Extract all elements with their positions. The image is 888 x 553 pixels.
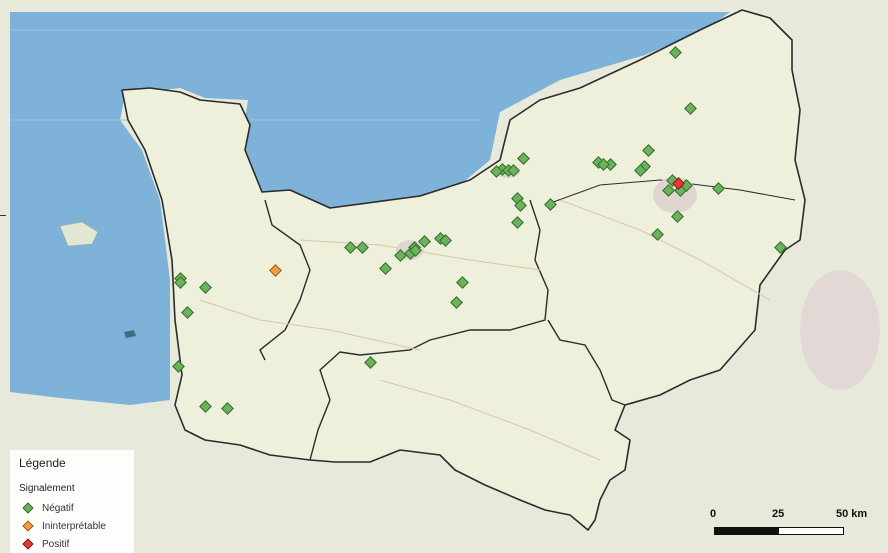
legend-item-positif: Positif (22, 537, 70, 551)
legend-item-ininterpretable: Ininterprétable (22, 519, 106, 533)
legend-label: Positif (42, 538, 70, 550)
legend: Légende Signalement Négatif Ininterpréta… (10, 450, 134, 553)
scale-bar: 0 25 50 km (708, 508, 878, 548)
diamond-orange-icon (22, 520, 34, 532)
diamond-red-icon (22, 538, 34, 550)
scale-label-0: 0 (710, 508, 717, 520)
scale-label-50: 50 km (836, 508, 868, 520)
legend-label: Négatif (42, 502, 74, 514)
edge-tick (0, 215, 6, 216)
legend-label: Ininterprétable (42, 520, 106, 532)
legend-item-negatif: Négatif (22, 501, 74, 515)
scale-bar-graphic (714, 527, 844, 535)
scale-label-25: 25 (772, 508, 785, 520)
diamond-green-icon (22, 502, 34, 514)
legend-title: Légende (19, 456, 66, 470)
legend-subtitle: Signalement (19, 483, 75, 494)
